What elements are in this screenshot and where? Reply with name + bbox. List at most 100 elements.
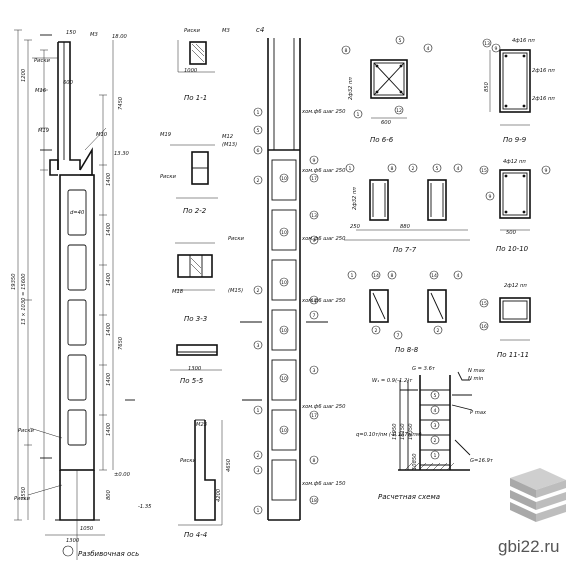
svg-text:14: 14 — [373, 273, 379, 279]
svg-text:16: 16 — [481, 324, 487, 330]
svg-text:8: 8 — [345, 48, 348, 54]
dim-7650: 7650 — [118, 336, 124, 350]
svg-text:18: 18 — [311, 498, 317, 504]
m3b-label: М3 — [222, 28, 230, 34]
svg-text:8: 8 — [391, 273, 394, 279]
svg-text:11: 11 — [311, 298, 317, 304]
dim-1200: 1200 — [21, 68, 27, 82]
svg-text:12: 12 — [396, 108, 402, 114]
section-7-7-title: По 7-7 — [393, 246, 417, 254]
section-10-10: 15 9 9 — [479, 165, 551, 231]
m13-label: (М13) — [222, 142, 237, 148]
section-4-4 — [178, 419, 223, 526]
svg-text:7: 7 — [397, 333, 400, 339]
dim-250: 250 — [350, 224, 361, 230]
dim-880: 880 — [400, 224, 411, 230]
svg-text:10: 10 — [281, 376, 287, 382]
svg-text:10: 10 — [281, 280, 287, 286]
clamp-6: хом.ф6 шаг 150 — [301, 481, 346, 487]
section-3-3 — [175, 242, 215, 291]
svg-text:8: 8 — [313, 458, 316, 464]
svg-text:5: 5 — [257, 128, 260, 134]
svg-text:9: 9 — [495, 46, 498, 52]
load-nmax: N max — [468, 368, 486, 374]
svg-text:2: 2 — [412, 166, 415, 172]
text-labels: По 1-1 По 2-2 По 3-3 По 4-4 По 5-5 По 6-… — [11, 26, 555, 558]
risk-label-1: Риски — [34, 58, 50, 64]
section-5-5-title: По 5-5 — [180, 377, 204, 385]
m15-label: (М15) — [228, 288, 243, 294]
watermark-text: gbi22.ru — [498, 537, 559, 556]
svg-text:6: 6 — [257, 148, 260, 154]
clamp-2: хом.ф6 шаг 250 — [301, 168, 346, 174]
m16-label: М16 — [35, 88, 47, 94]
svg-text:13: 13 — [484, 41, 490, 47]
svg-text:5: 5 — [399, 38, 402, 44]
m19-label: М19 — [38, 128, 49, 134]
dim-1050: 1050 — [80, 526, 94, 532]
load-g: G = 3.6т — [412, 366, 436, 372]
dim-1400e: 1400 — [106, 372, 112, 386]
section-1-1 — [177, 40, 215, 73]
dim-1400d: 1400 — [106, 322, 112, 336]
m12-label: М12 — [222, 134, 233, 140]
svg-text:1: 1 — [257, 408, 260, 414]
calc-18150: 18150 — [400, 423, 406, 440]
svg-text:10: 10 — [281, 328, 287, 334]
section-6-6-title: По 6-6 — [370, 136, 394, 144]
svg-text:4: 4 — [457, 273, 460, 279]
svg-text:2: 2 — [257, 453, 260, 459]
load-q: q=0.10т/пм (-0.137т/пм) — [356, 432, 422, 438]
dim-1400a: 1400 — [106, 172, 112, 186]
calc-19350: 19350 — [408, 423, 414, 440]
watermark-logo-icon — [510, 468, 566, 522]
svg-text:17: 17 — [311, 413, 317, 419]
svg-text:5: 5 — [434, 393, 437, 399]
elev-1800: 18.00 — [112, 34, 128, 40]
clamp-5: хом.ф6 шаг 250 — [301, 404, 346, 410]
dim-1400c: 1400 — [106, 272, 112, 286]
dim-600b: 600 — [381, 120, 392, 126]
section-1-1-title: По 1-1 — [184, 94, 207, 102]
svg-text:1: 1 — [351, 273, 354, 279]
risk-label-2: Риски — [184, 28, 200, 34]
load-pmax: P max — [470, 410, 487, 416]
svg-text:4: 4 — [457, 166, 460, 172]
m3a-label: М3 — [90, 32, 98, 38]
section-7-7: 1 8 2 5 4 — [344, 163, 470, 241]
section-9-9: 13 9 — [482, 38, 531, 126]
load-nmin: N min — [468, 376, 483, 382]
svg-text:10: 10 — [281, 230, 287, 236]
calc-scheme-title: Расчетная схема — [378, 493, 440, 501]
svg-text:3: 3 — [434, 423, 437, 429]
section-9-9-title: По 9-9 — [503, 136, 527, 144]
svg-text:1: 1 — [357, 112, 360, 118]
svg-text:15: 15 — [481, 168, 487, 174]
calculation-scheme: 5 4 3 2 1 — [398, 371, 473, 471]
dim-total: 13 × 1030 = 15600 — [21, 273, 27, 325]
column-elevation — [14, 29, 135, 560]
section-11-11-title: По 11-11 — [497, 351, 529, 359]
calc-10850: 10850 — [412, 453, 418, 470]
dim-600: 600 — [63, 80, 74, 86]
svg-text:14: 14 — [431, 273, 437, 279]
svg-text:5: 5 — [436, 166, 439, 172]
svg-text:15: 15 — [481, 301, 487, 307]
c4-label: с4 — [256, 26, 264, 34]
svg-text:3: 3 — [257, 468, 260, 474]
svg-text:8: 8 — [391, 166, 394, 172]
m23-label: М23 — [196, 422, 207, 428]
svg-text:10: 10 — [281, 176, 287, 182]
elev-000: ±0.00 — [114, 472, 131, 478]
rebar-2d12: 2ф12 пп — [504, 283, 527, 289]
dim-4650: 4650 — [226, 458, 232, 472]
clamp-1: хом.ф6 шаг 250 — [301, 109, 346, 115]
section-8-8-title: По 8-8 — [395, 346, 419, 354]
section-3-3-title: По 3-3 — [184, 315, 207, 323]
svg-text:10: 10 — [281, 428, 287, 434]
section-2-2 — [170, 144, 218, 199]
m19b-label: М19 — [160, 132, 171, 138]
section-5-5 — [170, 344, 222, 371]
dim-1300b: 1300 — [188, 366, 202, 372]
dim-850: 850 — [484, 81, 490, 92]
